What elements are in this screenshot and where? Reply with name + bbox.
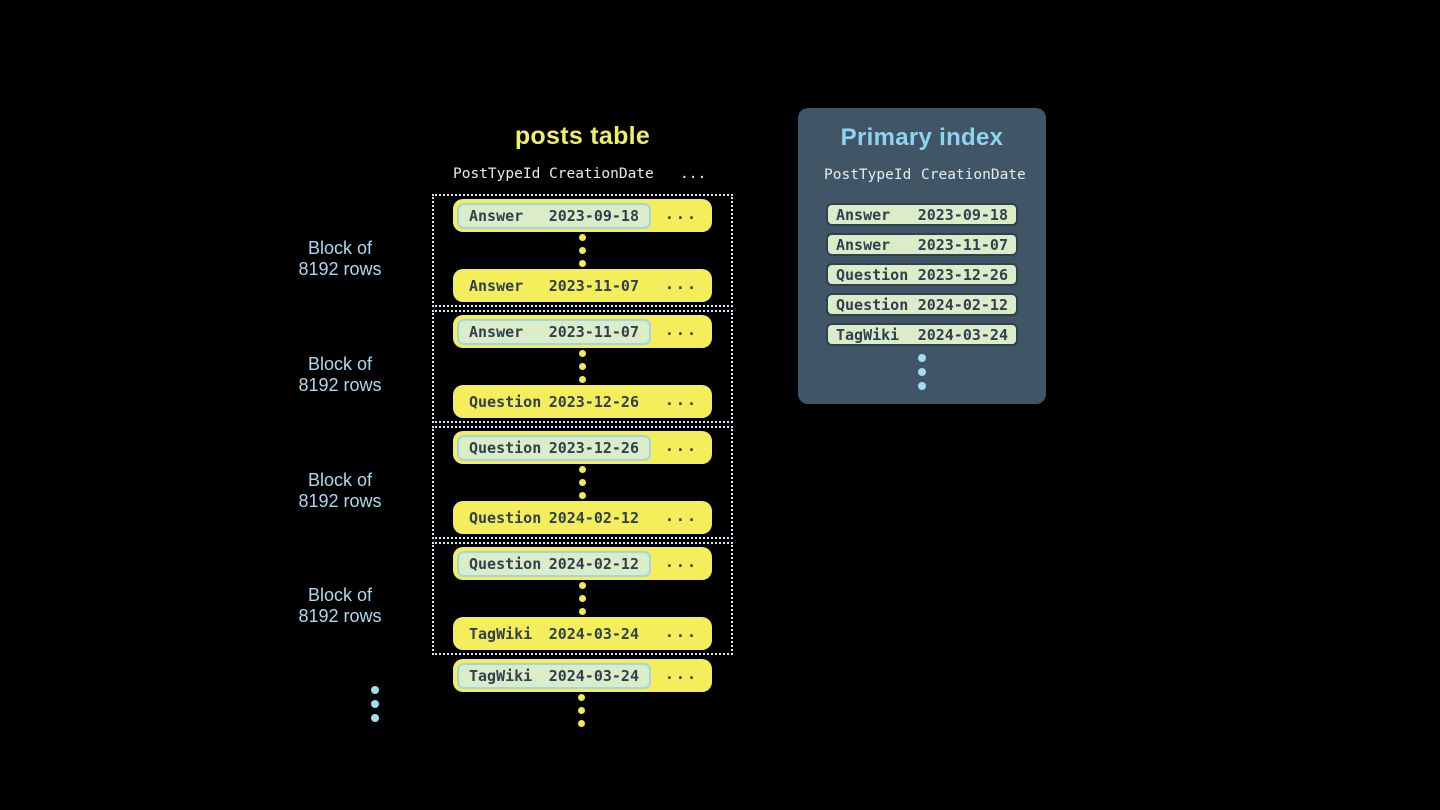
table-row: TagWiki 2024-03-24 ... <box>453 659 712 692</box>
block-label-line1: Block of <box>307 238 373 258</box>
block-label-line2: 8192 rows <box>298 259 382 279</box>
primary-index-rows: Answer 2023-09-18 Answer 2023-11-07 Ques… <box>826 203 1018 346</box>
column-header-creationdate: CreationDate <box>921 167 1026 183</box>
block-label-line1: Block of <box>307 585 373 605</box>
posts-block-1: Answer 2023-09-18 ... Answer 2023-11-07 … <box>432 194 733 307</box>
block-size-label: Block of 8192 rows <box>260 585 420 627</box>
block-label-line1: Block of <box>307 470 373 490</box>
creation-date-cell: 2023-12-26 <box>548 392 639 411</box>
post-type-cell: Question <box>469 554 542 573</box>
primary-index-title: Primary index <box>840 124 1004 151</box>
creation-date-cell: 2023-12-26 <box>917 265 1008 284</box>
row-cells: Question 2024-02-12 <box>457 505 651 531</box>
table-row: Question 2024-02-12 ... <box>453 547 712 580</box>
post-type-cell: Answer <box>469 276 524 295</box>
indexed-row-highlight: Question 2023-12-26 <box>457 434 651 461</box>
column-header-posttypeid: PostTypeId <box>824 167 912 183</box>
post-type-cell: TagWiki <box>836 325 900 344</box>
primary-index-column-headers: PostTypeId CreationDate <box>798 167 1046 187</box>
block-label-line2: 8192 rows <box>298 375 382 395</box>
row-more-ellipsis: ... <box>664 390 698 409</box>
table-row: Answer 2023-09-18 ... <box>453 199 712 232</box>
row-more-ellipsis: ... <box>664 204 698 223</box>
post-type-cell: TagWiki <box>469 624 533 643</box>
post-type-cell: Question <box>469 508 542 527</box>
indexed-row-highlight: Answer 2023-11-07 <box>457 318 651 345</box>
indexed-row-highlight: TagWiki 2024-03-24 <box>457 662 651 689</box>
more-entries-dots-icon <box>798 354 1046 390</box>
block-size-label: Block of 8192 rows <box>260 354 420 396</box>
creation-date-cell: 2024-03-24 <box>917 325 1008 344</box>
creation-date-cell: 2024-02-12 <box>548 554 639 573</box>
index-entry: TagWiki 2024-03-24 <box>826 323 1018 346</box>
primary-index-panel: Primary index PostTypeId CreationDate An… <box>798 108 1046 404</box>
index-entry: Answer 2023-11-07 <box>826 233 1018 256</box>
block-size-label: Block of 8192 rows <box>260 238 420 280</box>
table-row: Question 2024-02-12 ... <box>453 501 712 534</box>
ellipsis-dots-icon <box>579 466 586 499</box>
ellipsis-dots-icon <box>579 350 586 383</box>
row-more-ellipsis: ... <box>664 552 698 571</box>
row-more-ellipsis: ... <box>664 506 698 525</box>
indexed-row-highlight: Question 2024-02-12 <box>457 550 651 577</box>
indexed-row-highlight: Answer 2023-09-18 <box>457 202 651 229</box>
creation-date-cell: 2024-02-12 <box>917 295 1008 314</box>
column-header-more-ellipsis: ... <box>680 166 707 182</box>
posts-block-2: Answer 2023-11-07 ... Question 2023-12-2… <box>432 310 733 423</box>
ellipsis-dots-icon <box>578 694 585 727</box>
post-type-cell: Answer <box>836 205 891 224</box>
table-row: TagWiki 2024-03-24 ... <box>453 617 712 650</box>
row-more-ellipsis: ... <box>664 622 698 641</box>
block-size-label: Block of 8192 rows <box>260 470 420 512</box>
index-entry: Question 2023-12-26 <box>826 263 1018 286</box>
post-type-cell: Question <box>836 265 909 284</box>
post-type-cell: TagWiki <box>469 666 533 685</box>
post-type-cell: Question <box>469 438 542 457</box>
post-type-cell: Answer <box>469 206 524 225</box>
row-more-ellipsis: ... <box>664 274 698 293</box>
ellipsis-dots-icon <box>579 234 586 267</box>
creation-date-cell: 2023-09-18 <box>917 205 1008 224</box>
posts-table-column-headers: PostTypeId CreationDate ... <box>432 166 733 186</box>
row-more-ellipsis: ... <box>664 320 698 339</box>
table-row: Question 2023-12-26 ... <box>453 385 712 418</box>
table-row: Answer 2023-11-07 ... <box>453 269 712 302</box>
block-label-line1: Block of <box>307 354 373 374</box>
post-type-cell: Question <box>836 295 909 314</box>
creation-date-cell: 2024-03-24 <box>548 624 639 643</box>
row-more-ellipsis: ... <box>664 664 698 683</box>
post-type-cell: Answer <box>836 235 891 254</box>
posts-block-4: Question 2024-02-12 ... TagWiki 2024-03-… <box>432 542 733 655</box>
creation-date-cell: 2023-11-07 <box>548 276 639 295</box>
post-type-cell: Question <box>469 392 542 411</box>
column-header-posttypeid: PostTypeId <box>453 166 541 182</box>
creation-date-cell: 2024-02-12 <box>548 508 639 527</box>
post-type-cell: Answer <box>469 322 524 341</box>
posts-block-3: Question 2023-12-26 ... Question 2024-02… <box>432 426 733 539</box>
row-cells: TagWiki 2024-03-24 <box>457 621 651 647</box>
index-entry: Question 2024-02-12 <box>826 293 1018 316</box>
column-header-creationdate: CreationDate <box>549 166 654 182</box>
posts-table-title: posts table <box>514 122 651 150</box>
block-label-line2: 8192 rows <box>298 606 382 626</box>
creation-date-cell: 2023-11-07 <box>548 322 639 341</box>
creation-date-cell: 2023-09-18 <box>548 206 639 225</box>
table-row: Answer 2023-11-07 ... <box>453 315 712 348</box>
ellipsis-dots-icon <box>579 582 586 615</box>
row-cells: Answer 2023-11-07 <box>457 273 651 299</box>
creation-date-cell: 2023-12-26 <box>548 438 639 457</box>
block-label-line2: 8192 rows <box>298 491 382 511</box>
row-cells: Question 2023-12-26 <box>457 389 651 415</box>
posts-table-blocks: Answer 2023-09-18 ... Answer 2023-11-07 … <box>432 194 733 655</box>
more-blocks-dots-icon <box>371 686 379 722</box>
creation-date-cell: 2024-03-24 <box>548 666 639 685</box>
row-more-ellipsis: ... <box>664 436 698 455</box>
index-entry: Answer 2023-09-18 <box>826 203 1018 226</box>
creation-date-cell: 2023-11-07 <box>917 235 1008 254</box>
table-row: Question 2023-12-26 ... <box>453 431 712 464</box>
